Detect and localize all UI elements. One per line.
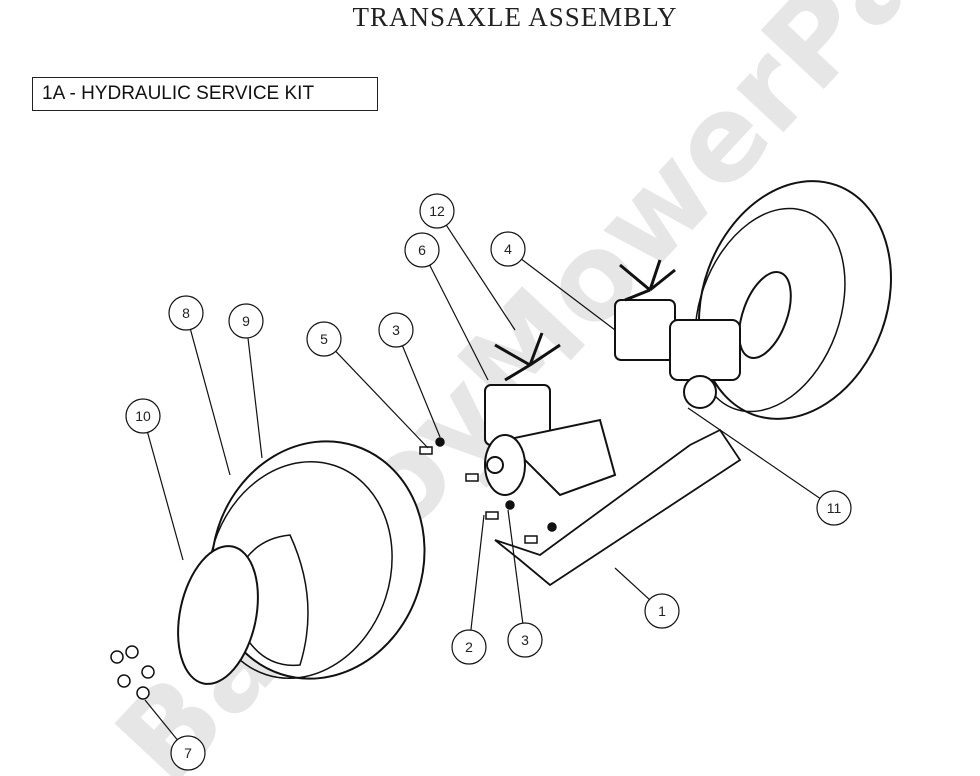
leader-line bbox=[144, 699, 178, 741]
right-tire bbox=[698, 180, 892, 420]
callout-number: 3 bbox=[392, 322, 400, 338]
leader-line bbox=[401, 345, 441, 438]
callout-circle bbox=[306, 321, 342, 357]
leader-line bbox=[189, 329, 231, 476]
callout-number: 2 bbox=[465, 639, 473, 655]
callout-circle bbox=[168, 295, 204, 331]
callout-4: 4 bbox=[490, 231, 616, 331]
parts-drawing bbox=[110, 180, 892, 700]
callout-1: 1 bbox=[614, 567, 680, 629]
leader-line bbox=[445, 224, 516, 331]
callout-3: 3 bbox=[378, 312, 441, 438]
callout-circle bbox=[490, 231, 526, 267]
leader-line bbox=[247, 337, 263, 459]
section-label: 1A - HYDRAULIC SERVICE KIT bbox=[32, 77, 378, 111]
leader-line bbox=[521, 258, 616, 331]
callout-10: 10 bbox=[125, 398, 184, 561]
callout-circle bbox=[507, 622, 543, 658]
bolts bbox=[419, 437, 557, 544]
callout-number: 7 bbox=[184, 745, 192, 761]
rim bbox=[177, 545, 259, 685]
left-tire bbox=[210, 440, 426, 680]
callout-circle bbox=[419, 193, 455, 229]
callout-number: 5 bbox=[320, 331, 328, 347]
callout-2: 2 bbox=[451, 514, 487, 665]
callout-number: 9 bbox=[242, 313, 250, 329]
callout-circle bbox=[228, 303, 264, 339]
callout-circle bbox=[170, 735, 206, 771]
leader-line bbox=[614, 567, 650, 600]
callout-11: 11 bbox=[687, 407, 852, 526]
page-title: TRANSAXLE ASSEMBLY bbox=[352, 2, 678, 32]
callout-circle bbox=[644, 593, 680, 629]
right-transaxle bbox=[614, 299, 676, 361]
callout-circle bbox=[404, 232, 440, 268]
leader-line bbox=[146, 432, 184, 561]
callout-12: 12 bbox=[419, 193, 516, 331]
callout-circle bbox=[451, 629, 487, 665]
leader-line bbox=[335, 350, 429, 449]
callout-8: 8 bbox=[168, 295, 231, 476]
callout-3: 3 bbox=[507, 509, 543, 658]
callout-circle bbox=[378, 312, 414, 348]
leader-line bbox=[507, 509, 524, 624]
mount-bracket bbox=[494, 428, 742, 587]
callout-circle bbox=[125, 398, 161, 434]
leader-line bbox=[687, 407, 821, 499]
callout-number: 3 bbox=[521, 632, 529, 648]
callout-6: 6 bbox=[404, 232, 489, 381]
callout-number: 4 bbox=[504, 241, 512, 257]
leader-line bbox=[429, 264, 489, 381]
callout-number: 6 bbox=[418, 242, 426, 258]
callout-number: 12 bbox=[429, 203, 445, 219]
lug-nuts bbox=[110, 645, 155, 700]
callout-9: 9 bbox=[228, 303, 264, 459]
callout-number: 10 bbox=[135, 408, 151, 424]
callout-7: 7 bbox=[144, 699, 206, 771]
callout-number: 11 bbox=[827, 500, 842, 516]
callout-circle bbox=[816, 490, 852, 526]
callout-number: 1 bbox=[658, 603, 666, 619]
callout-5: 5 bbox=[306, 321, 429, 449]
callout-number: 8 bbox=[182, 305, 190, 321]
leader-line bbox=[470, 514, 485, 631]
